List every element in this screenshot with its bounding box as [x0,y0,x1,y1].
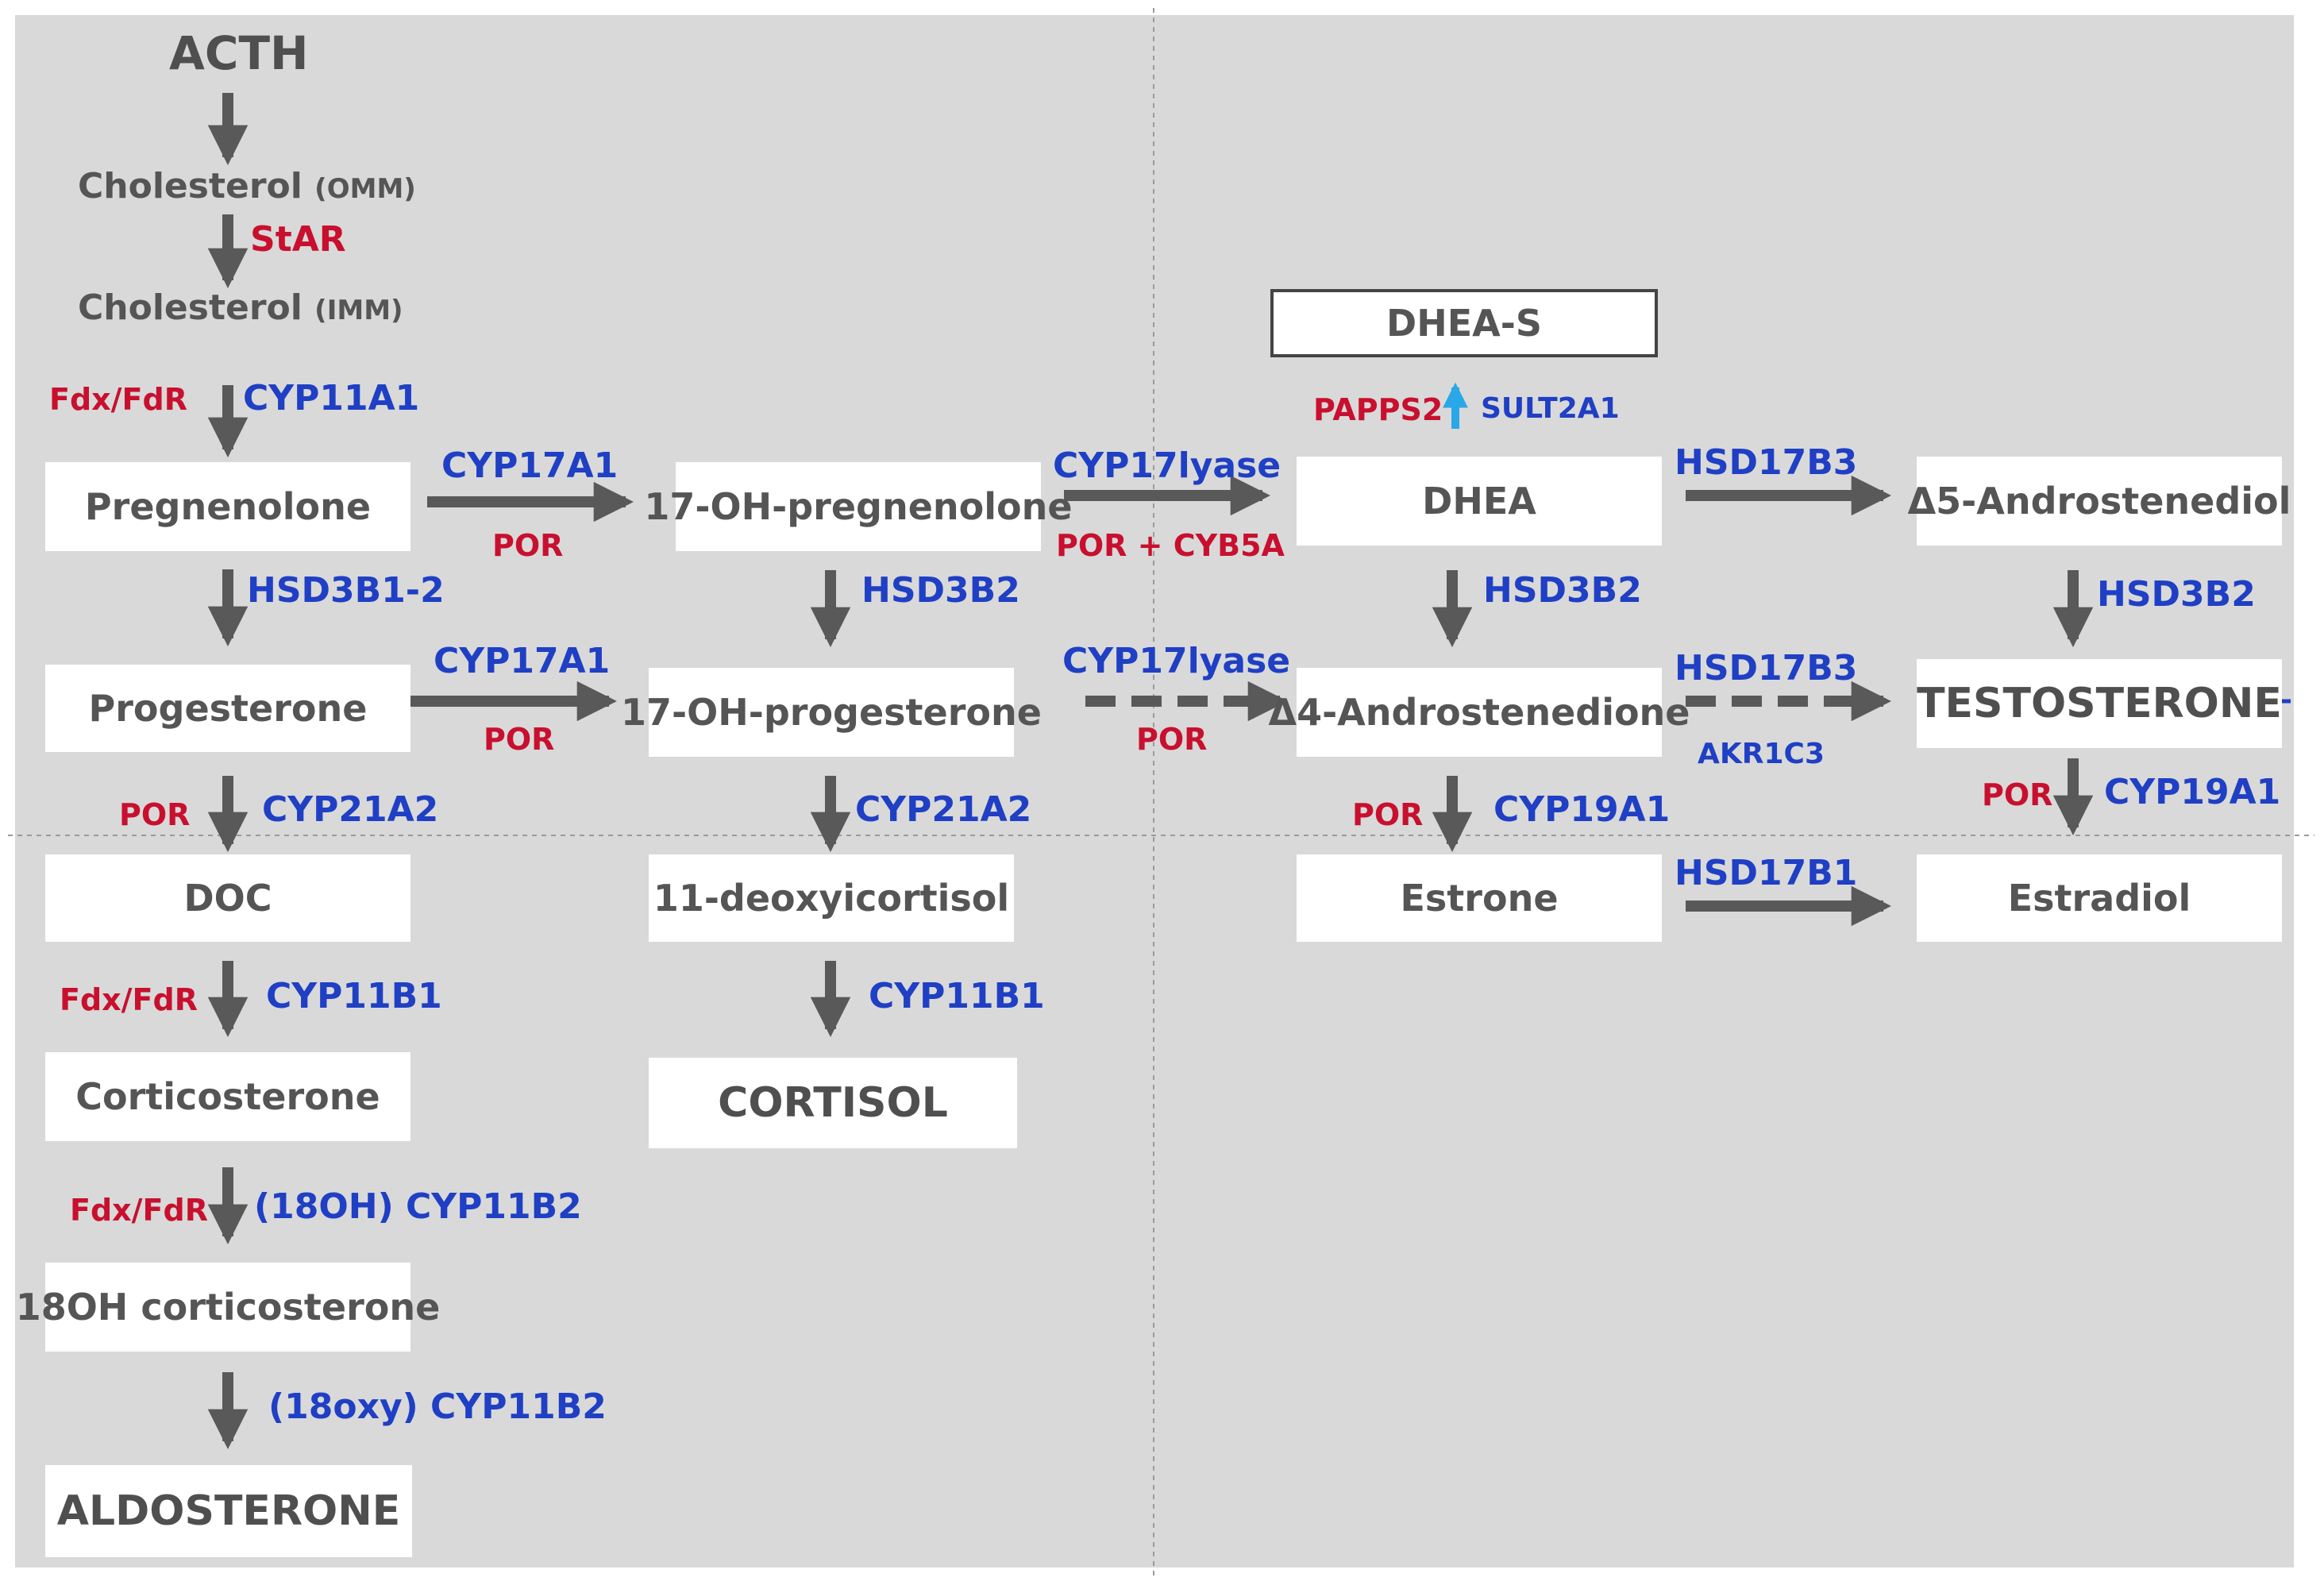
node-17-oh-pregnenolone: 17-OH-pregnenolone [644,462,1073,551]
enzyme-cyp21a2-col1: CYP21A2 [262,789,439,830]
enzyme-cyp21a2-col2: CYP21A2 [855,789,1032,830]
enzyme-cyp19a1-col4: CYP19A1 [2104,772,2281,812]
enzyme-hsd3b2-col4: HSD3B2 [2097,574,2256,615]
enzyme-hsd17b3-mid: HSD17B3 [1675,648,1858,688]
node-progesterone: Progesterone [45,665,410,752]
node-androstenediol: Δ5-Androstenediol [1908,457,2291,546]
cofactor-fdx-fdr-1: Fdx/FdR [49,382,187,417]
cholesterol-imm-label: Cholesterol [78,287,303,328]
node-11-deoxycortisol: 11-deoxyicortisol [649,854,1014,942]
enzyme-cyp17a1-mid: CYP17A1 [434,641,611,681]
enzyme-hsd17b3-top: HSD17B3 [1675,442,1858,483]
cofactor-por-top-1: POR [492,528,564,563]
enzyme-cyp11b2-18oxy: (18oxy) CYP11B2 [268,1386,607,1427]
star-label: StAR [250,219,346,260]
node-dhea-s: DHEA-S [1270,289,1658,357]
cholesterol-omm-location: (OMM) [314,173,416,205]
cofactor-fdx-fdr-3: Fdx/FdR [70,1193,208,1228]
node-17-oh-progesterone: 17-OH-progesterone [621,668,1042,757]
enzyme-akr1c3: AKR1C3 [1698,738,1825,770]
cofactor-por-cyb5a: POR + CYB5A [1056,528,1285,563]
node-doc: DOC [45,854,410,942]
enzyme-cyp11b2-18oh: (18OH) CYP11B2 [254,1186,582,1227]
node-estradiol: Estradiol [1917,854,2282,942]
node-androstenedione: Δ4-Androstenedione [1268,668,1690,757]
node-cortisol: CORTISOL [649,1058,1017,1148]
node-dhea: DHEA [1297,457,1662,546]
enzyme-cyp17lyase-mid: CYP17lyase [1062,641,1291,681]
cofactor-papps2: PAPPS2 [1313,392,1443,427]
enzyme-hsd3b2-col2: HSD3B2 [861,570,1020,611]
enzyme-sult2a1: SULT2A1 [1481,392,1620,425]
enzyme-cyp11b1-col2: CYP11B1 [869,976,1045,1016]
cofactor-por-col3: POR [1352,797,1424,832]
cofactor-por-col4: POR [1982,777,2053,812]
node-corticosterone: Corticosterone [45,1052,410,1141]
cofactor-por-mid-2: POR [1136,722,1208,757]
enzyme-cyp11b1-col1: CYP11B1 [266,976,442,1016]
cofactor-por-mid-1: POR [484,722,555,757]
enzyme-cyp19a1-col3: CYP19A1 [1493,789,1671,830]
cholesterol-omm: Cholesterol (OMM) [78,169,416,204]
enzyme-hsd3b1-2: HSD3B1-2 [247,570,445,611]
enzyme-cyp17a1-top: CYP17A1 [441,445,619,486]
cholesterol-imm-location: (IMM) [314,295,403,326]
enzyme-hsd3b2-col3: HSD3B2 [1483,570,1642,611]
enzyme-cyp11a1: CYP11A1 [243,378,420,418]
enzyme-cyp17lyase-top: CYP17lyase [1053,445,1281,486]
cholesterol-imm: Cholesterol (IMM) [78,291,403,326]
cofactor-por-col1: POR [119,797,191,832]
cofactor-fdx-fdr-2: Fdx/FdR [60,982,198,1017]
node-aldosterone: ALDOSTERONE [45,1465,412,1557]
node-pregnenolone: Pregnenolone [45,462,410,551]
node-estrone: Estrone [1297,854,1662,942]
node-18oh-corticosterone: 18OH corticosterone [16,1263,440,1352]
acth-label: ACTH [169,26,309,80]
cholesterol-omm-label: Cholesterol [78,166,303,206]
node-testosterone: TESTOSTERONE [1917,659,2282,748]
enzyme-hsd17b1: HSD17B1 [1675,853,1858,893]
